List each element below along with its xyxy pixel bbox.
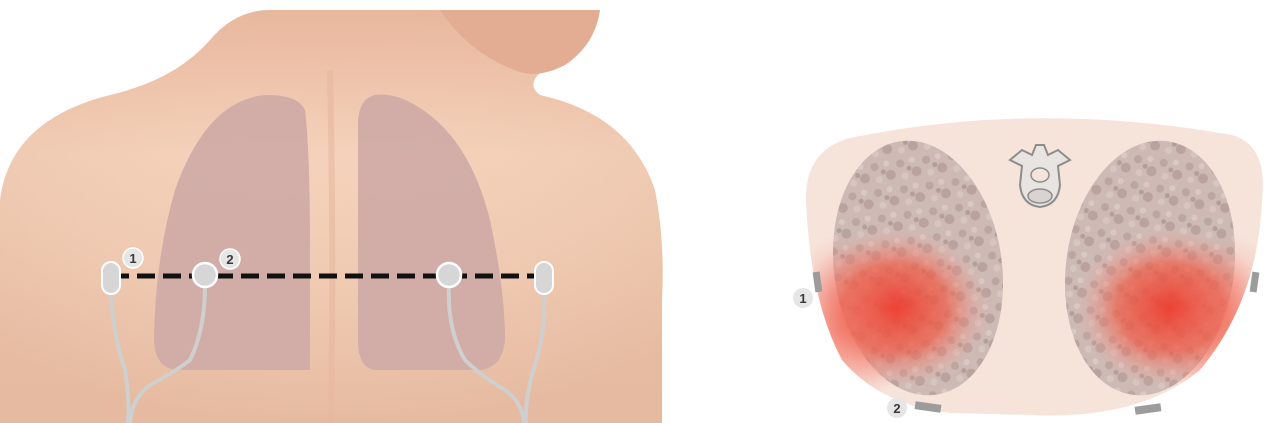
electrode-label-badge-1: 1 [123,248,143,268]
edge-heat-left [780,235,900,423]
section-pad-right-upper [1250,272,1260,293]
electrode-label-badge-2: 2 [220,249,240,269]
electrode-2 [193,263,217,287]
cross-section-panel: 1 2 [780,118,1266,423]
section-pad-right-lower [1135,403,1162,415]
section-marker-badge-2: 2 [887,398,907,418]
electrode-label-2: 2 [226,252,233,267]
spine-groove [330,70,332,423]
electrode-4 [535,262,553,294]
back-view-panel: 1 2 [0,10,663,423]
electrode-label-1: 1 [129,251,136,266]
electrode-1 [102,262,120,294]
section-marker-label-1: 1 [799,291,806,306]
section-marker-badge-1: 1 [793,288,813,308]
section-marker-label-2: 2 [893,401,900,416]
electrode-3 [437,263,461,287]
